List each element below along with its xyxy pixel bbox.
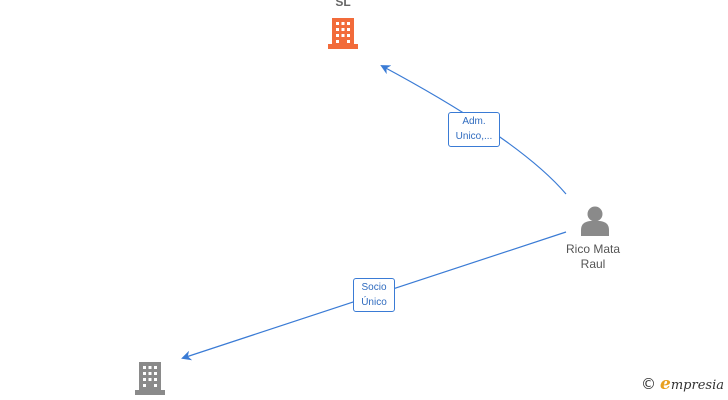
person-label-line1: Rico Mata [565,242,621,256]
copyright-icon: © [641,375,657,393]
brand-logo: © empresia [641,374,724,394]
edge-label-socio-line1: Socio [361,282,387,293]
edge-label-adm[interactable]: Adm. Unico,... [448,112,500,147]
person-label-line2: Raul [580,257,606,271]
brand-name: empresia [660,374,724,394]
person-label[interactable]: Rico Mata Raul [548,242,638,272]
building-icon[interactable] [135,362,165,395]
edge-label-adm-line2: Unico,... [455,131,493,142]
person-icon[interactable] [581,206,609,237]
company-top-label[interactable]: SL [335,0,351,9]
building-icon[interactable] [328,18,358,49]
edge-label-adm-line1: Adm. [462,116,486,127]
edge-label-socio[interactable]: Socio Único [353,278,395,312]
edge-label-socio-line2: Único [361,297,387,308]
